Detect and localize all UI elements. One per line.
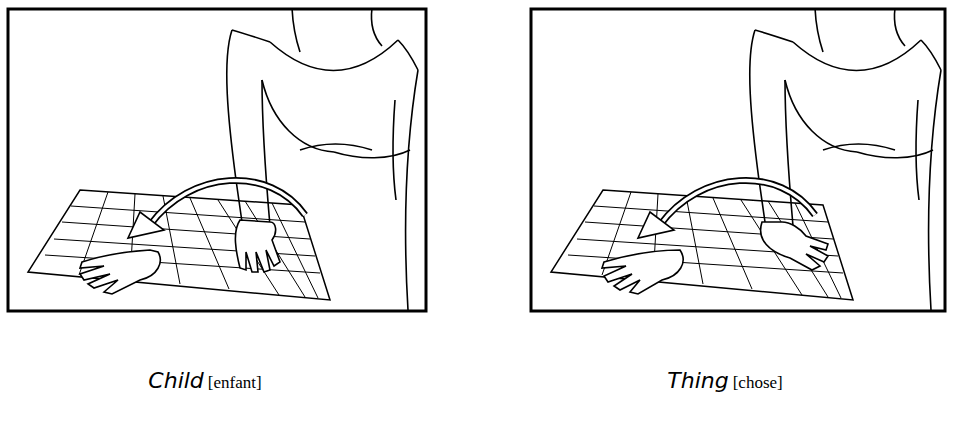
panel-frame (8, 9, 426, 311)
signer-scene (28, 8, 418, 310)
panel-frame (531, 9, 945, 311)
hand-palm-down (80, 220, 280, 294)
movement-arrow (638, 180, 815, 238)
sign-gloss: Thing (667, 368, 728, 393)
movement-arrow (128, 180, 305, 238)
sign-gloss: Child (148, 368, 204, 393)
hand-palm-up (602, 222, 828, 294)
signer-scene (551, 8, 941, 310)
french-gloss: [enfant] (208, 373, 262, 393)
french-gloss: [chose] (733, 373, 783, 393)
caption: Thing[chose] (667, 368, 782, 393)
caption: Child[enfant] (148, 368, 261, 393)
